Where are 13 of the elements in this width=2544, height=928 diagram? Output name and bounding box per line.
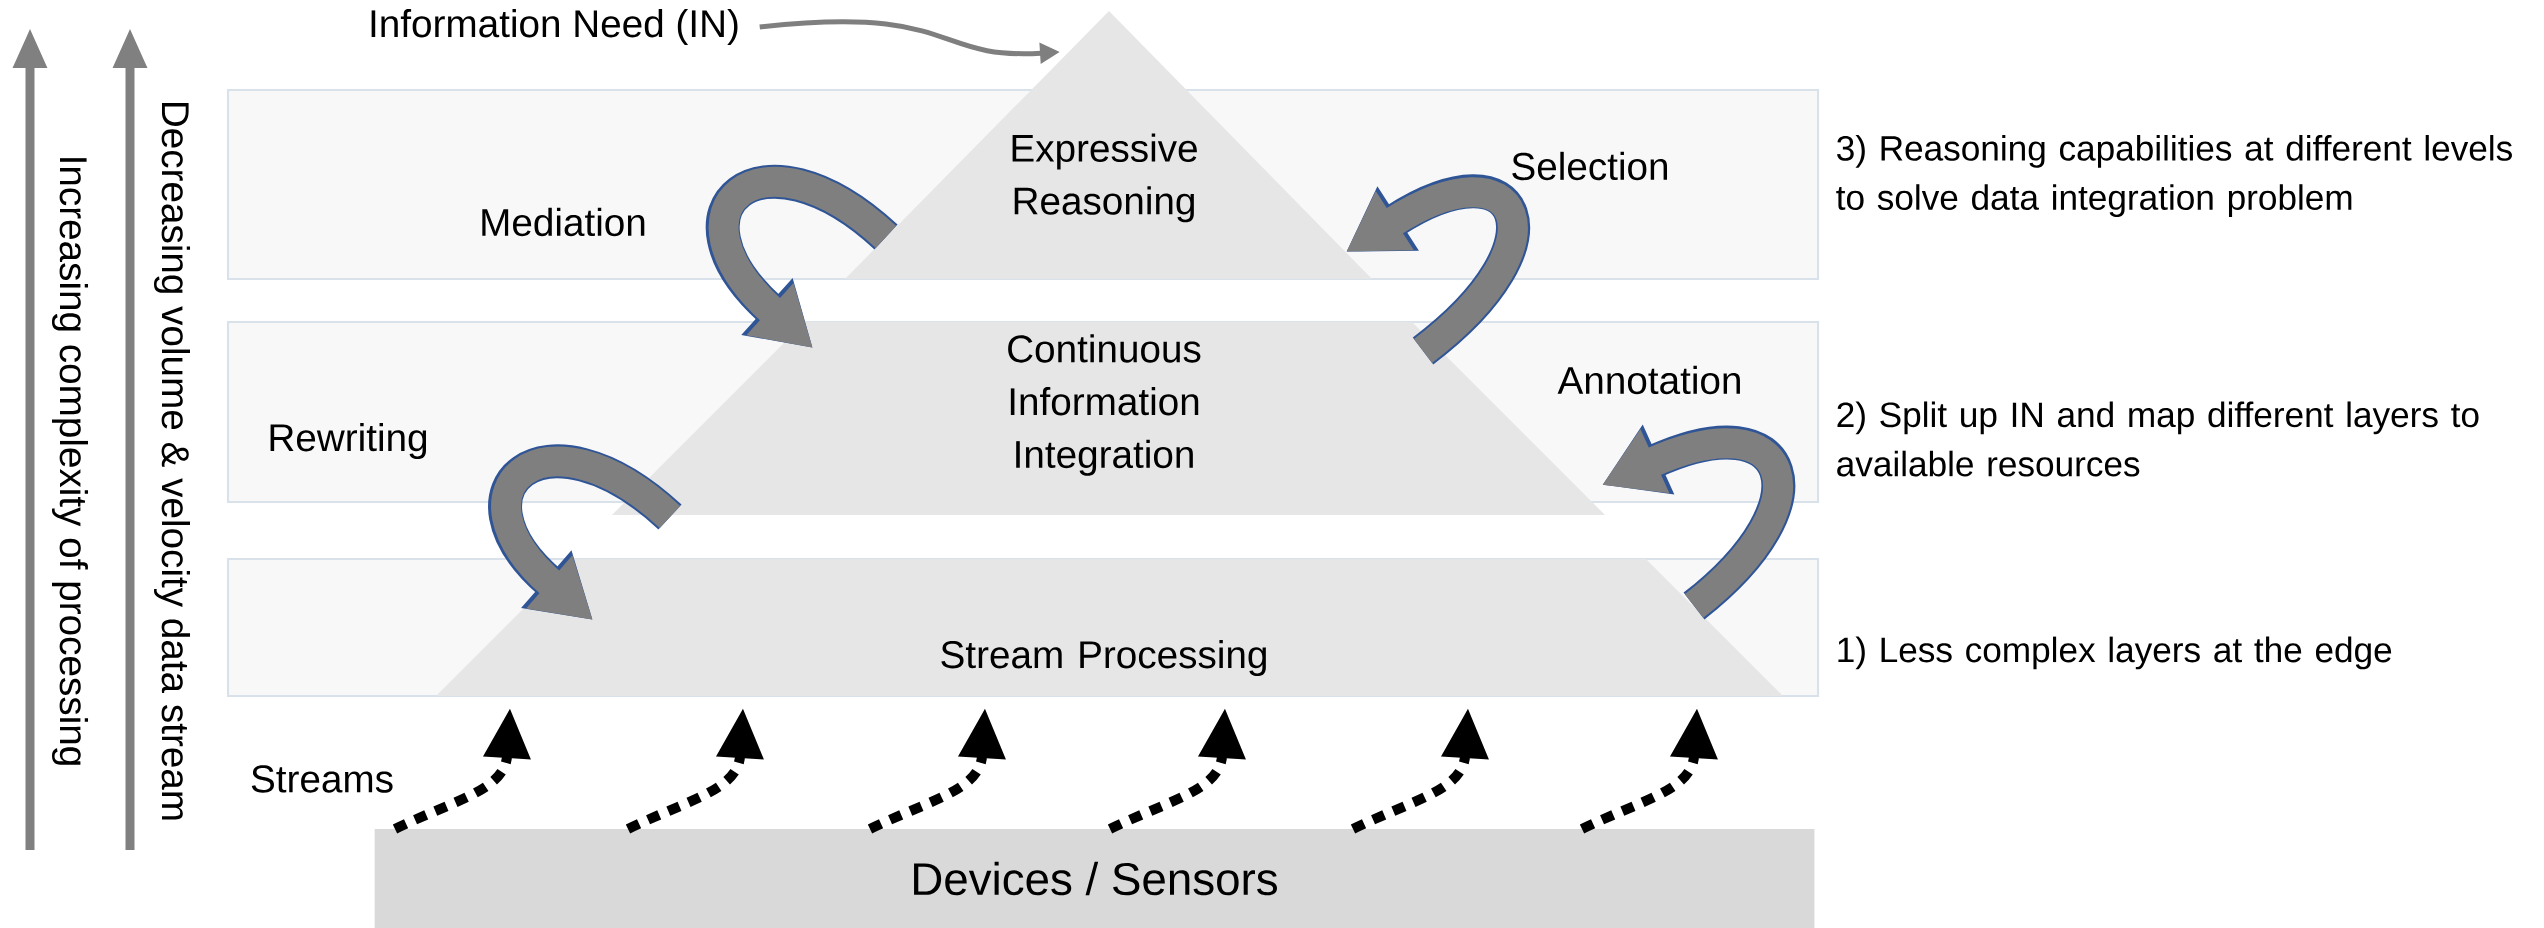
- edge-label: Mediation: [482, 207, 645, 237]
- rotated-label: Decreasing volume & velocity data stream: [154, 103, 190, 820]
- rotated-label: Increasing complexity of processing: [52, 158, 88, 765]
- need-label: Information Need (IN): [371, 9, 738, 45]
- note-text: 3) Reasoning capabilities at different levels to solve data integration problem: [1836, 135, 2512, 217]
- stream-label: Streams: [251, 765, 393, 793]
- devices-box: Devices / Sensors: [374, 828, 1815, 928]
- note-text: 1) Less complex layers at the edge: [1838, 636, 2392, 670]
- edge-label: Rewriting: [270, 423, 427, 459]
- edge-label: Selection: [1512, 151, 1667, 181]
- note-text: 2) Split up IN and map different layers to available resources: [1837, 401, 2479, 477]
- pyramid-layer: Expressive Reasoning: [845, 11, 1372, 279]
- pyramid-layer: Stream Processing: [436, 559, 1783, 696]
